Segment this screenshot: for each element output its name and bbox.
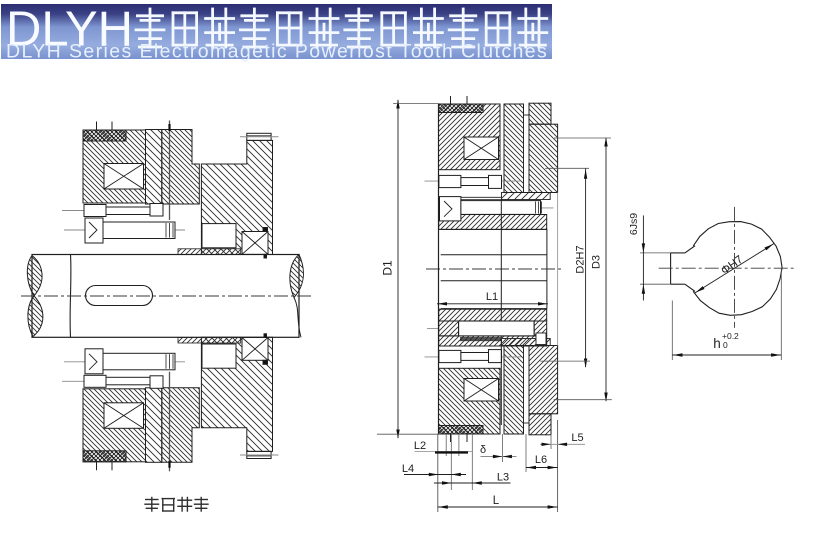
svg-text:+0.2: +0.2: [722, 331, 739, 341]
svg-text:0: 0: [723, 340, 728, 350]
svg-text:DLYH: DLYH: [6, 3, 133, 57]
svg-text:L6: L6: [535, 454, 547, 466]
svg-text:DLYH Series Electromagetic Pow: DLYH Series Electromagetic Powerlost Too…: [6, 41, 548, 63]
svg-text:h: h: [713, 336, 721, 351]
svg-text:D1: D1: [381, 260, 395, 276]
svg-text:6Js9: 6Js9: [628, 213, 640, 235]
svg-text:L3: L3: [497, 472, 509, 484]
svg-text:ΦH7: ΦH7: [719, 254, 745, 278]
svg-text:D2H7: D2H7: [575, 245, 587, 273]
svg-text:L5: L5: [571, 432, 583, 444]
svg-text:L: L: [493, 495, 500, 507]
svg-text:L4: L4: [402, 463, 414, 475]
svg-text:L2: L2: [414, 440, 426, 452]
svg-text:D3: D3: [591, 255, 603, 269]
svg-text:L1: L1: [486, 291, 498, 303]
svg-text:δ: δ: [480, 444, 486, 456]
